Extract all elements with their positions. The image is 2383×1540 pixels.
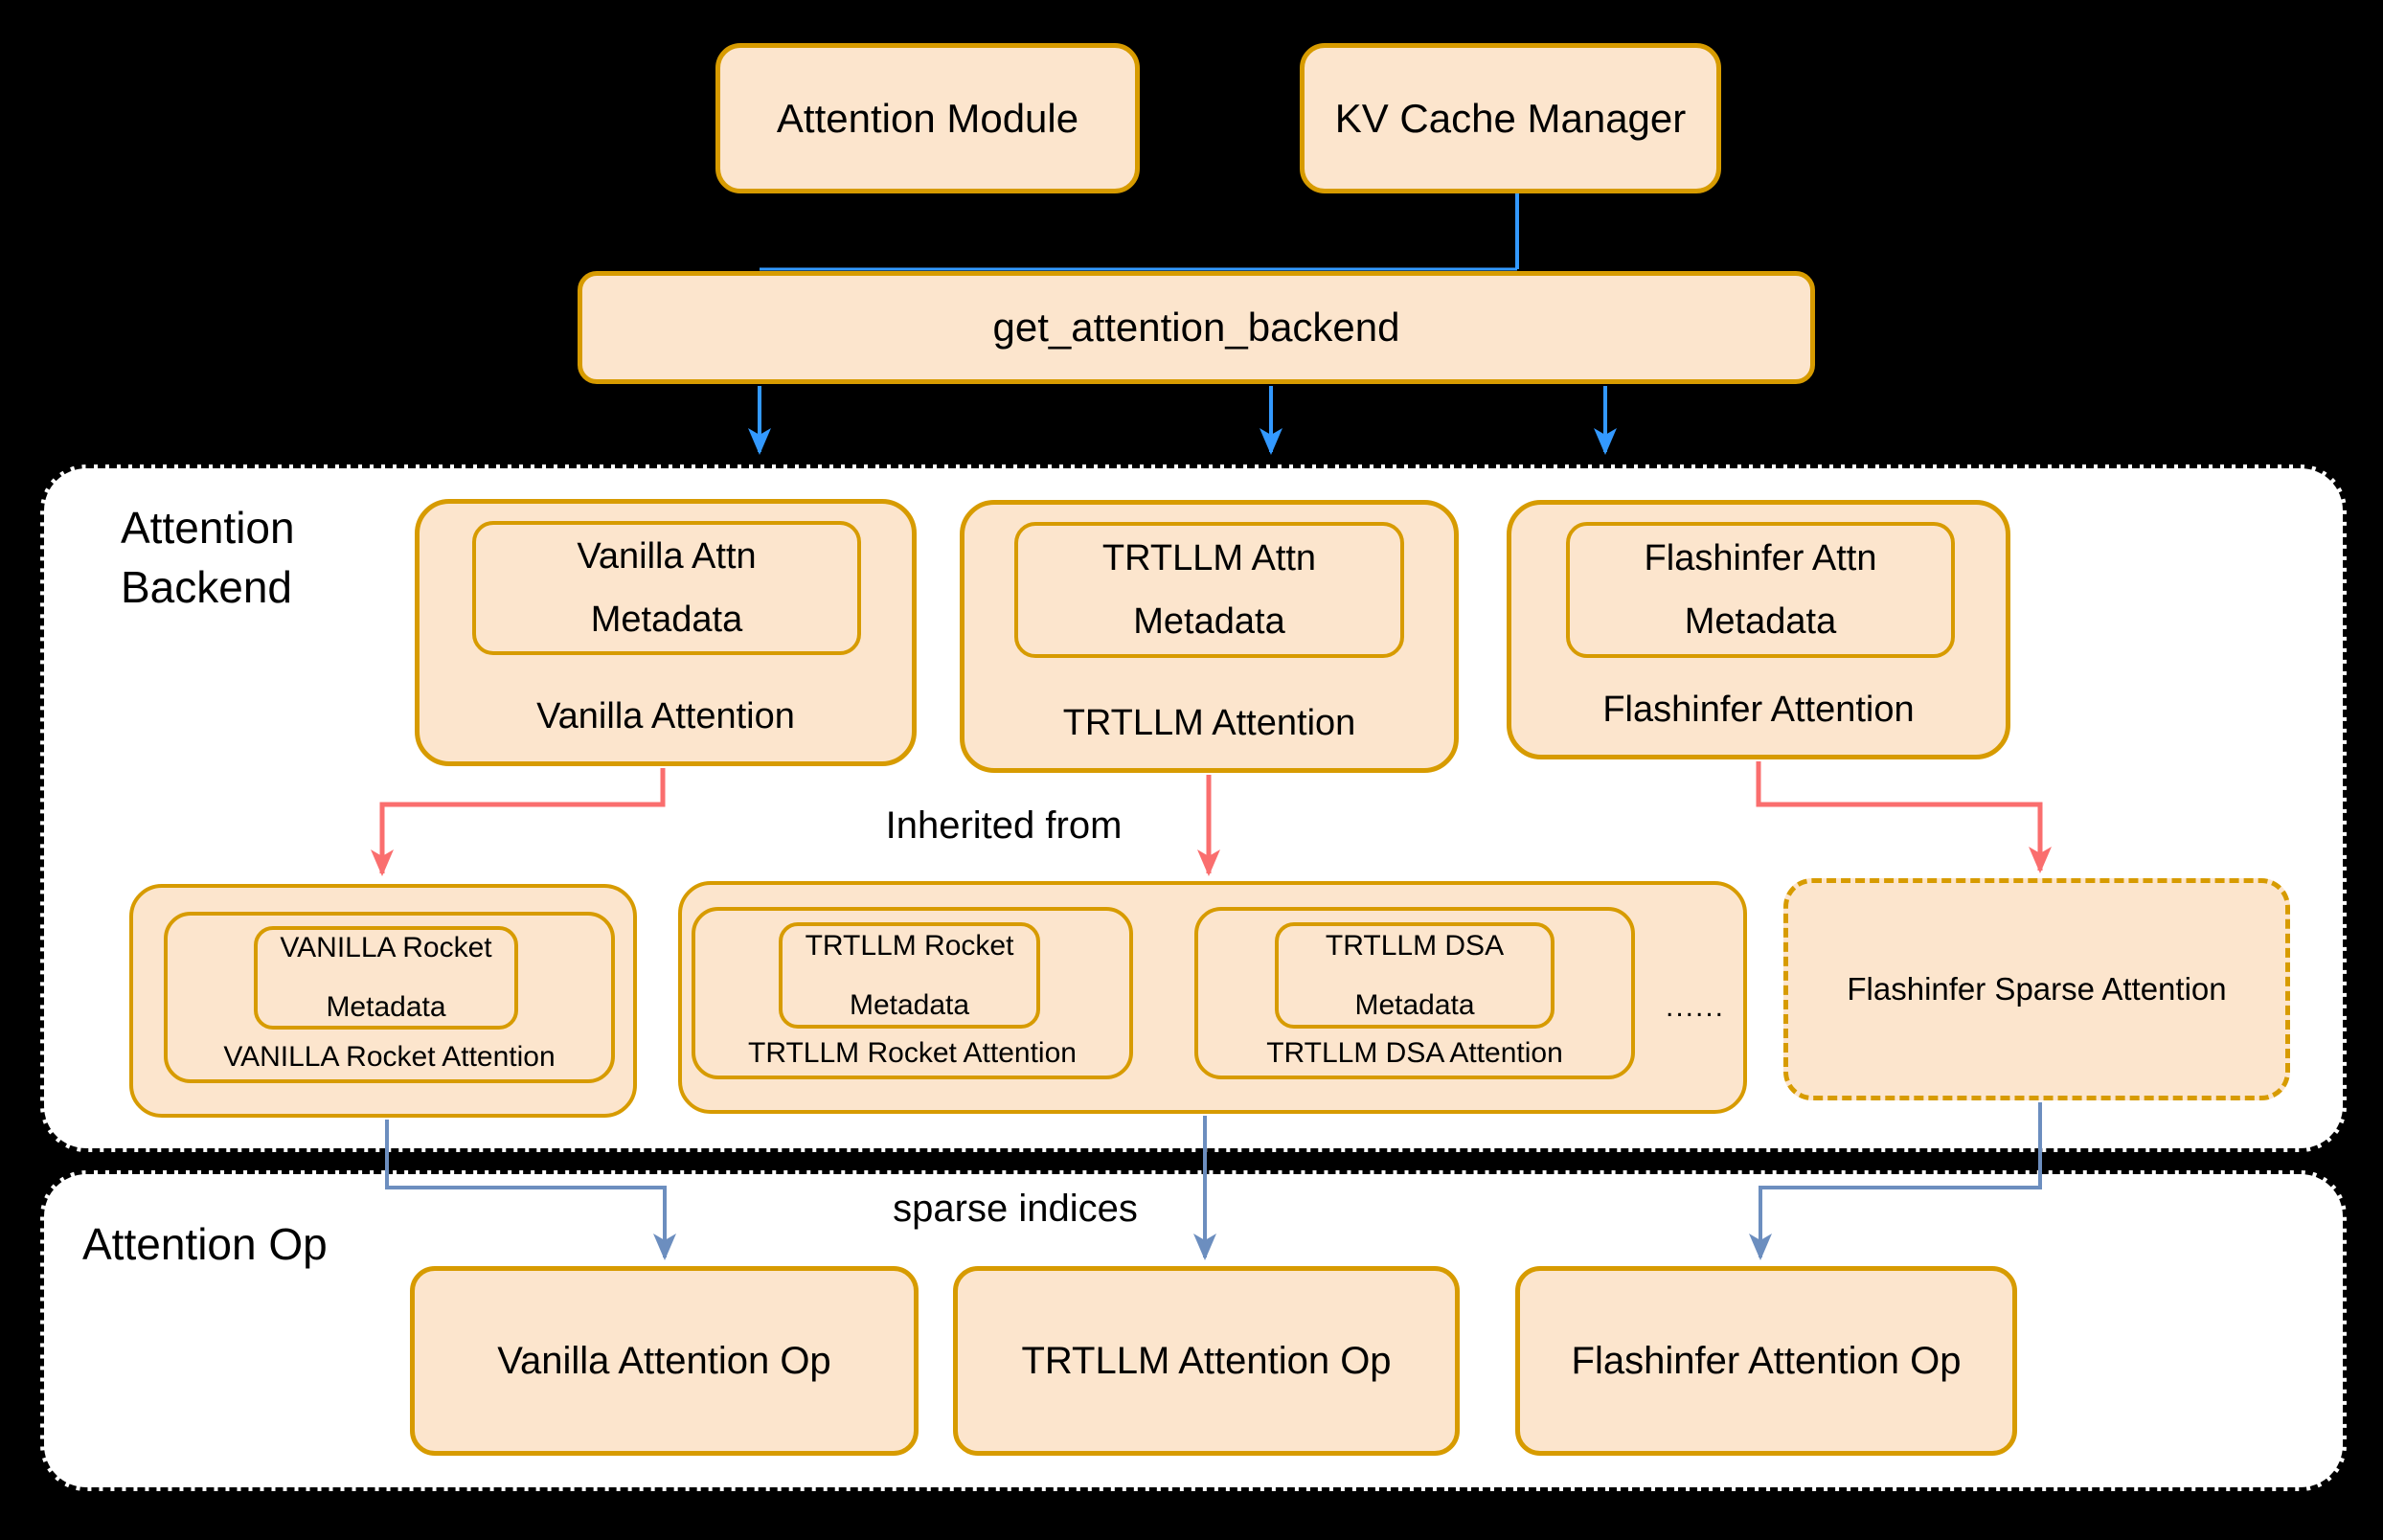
inherited-from-annotation: Inherited from <box>885 804 1123 847</box>
sparse-indices-annotation: sparse indices <box>893 1188 1138 1230</box>
trtllm-rocket-metadata-box: TRTLLM Rocket Metadata <box>779 922 1040 1029</box>
vanilla-attention-box: Vanilla Attn Metadata Vanilla Attention <box>415 499 917 766</box>
vanilla-attention-op-box: Vanilla Attention Op <box>410 1266 919 1456</box>
vanilla-attn-metadata-box: Vanilla Attn Metadata <box>472 521 861 655</box>
kv-cache-manager-label: KV Cache Manager <box>1334 95 1687 141</box>
trtllm-dsa-attention-box: TRTLLM DSA Metadata TRTLLM DSA Attention <box>1194 907 1635 1079</box>
flashinfer-sparse-attention-label: Flashinfer Sparse Attention <box>1847 971 2227 1007</box>
vanilla-rocket-metadata-label: VANILLA Rocket Metadata <box>280 932 492 1023</box>
vanilla-rocket-wrapper: VANILLA Rocket Metadata VANILLA Rocket A… <box>129 884 637 1118</box>
flashinfer-attention-op-box: Flashinfer Attention Op <box>1515 1266 2017 1456</box>
flashinfer-attention-box: Flashinfer Attn Metadata Flashinfer Atte… <box>1507 500 2010 759</box>
vanilla-rocket-attention-box: VANILLA Rocket Metadata VANILLA Rocket A… <box>164 912 615 1083</box>
vanilla-attention-op-label: Vanilla Attention Op <box>497 1339 831 1382</box>
flashinfer-attn-metadata-label: Flashinfer Attn Metadata <box>1644 538 1877 642</box>
trtllm-attention-label: TRTLLM Attention <box>1062 703 1356 743</box>
trtllm-dsa-metadata-label: TRTLLM DSA Metadata <box>1325 929 1505 1021</box>
trtllm-rocket-attention-label: TRTLLM Rocket Attention <box>748 1037 1077 1069</box>
trtllm-attention-op-label: TRTLLM Attention Op <box>1021 1339 1392 1382</box>
attention-module-label: Attention Module <box>776 95 1079 141</box>
trtllm-attention-op-box: TRTLLM Attention Op <box>953 1266 1460 1456</box>
vanilla-attn-metadata-label: Vanilla Attn Metadata <box>577 536 757 640</box>
get-attention-backend-label: get_attention_backend <box>992 305 1400 350</box>
flashinfer-sparse-attention-box: Flashinfer Sparse Attention <box>1783 878 2290 1100</box>
trtllm-attn-metadata-label: TRTLLM Attn Metadata <box>1101 538 1317 642</box>
flashinfer-attention-op-label: Flashinfer Attention Op <box>1571 1339 1962 1382</box>
trtllm-rocket-attention-box: TRTLLM Rocket Metadata TRTLLM Rocket Att… <box>692 907 1133 1079</box>
attention-op-section-label: Attention Op <box>82 1219 328 1269</box>
get-attention-backend-node: get_attention_backend <box>578 271 1815 384</box>
trtllm-dsa-attention-label: TRTLLM DSA Attention <box>1266 1037 1563 1069</box>
vanilla-rocket-attention-label: VANILLA Rocket Attention <box>223 1041 556 1073</box>
attention-module-node: Attention Module <box>715 43 1140 193</box>
flashinfer-attention-label: Flashinfer Attention <box>1602 690 1915 730</box>
trtllm-rocket-metadata-label: TRTLLM Rocket Metadata <box>805 929 1014 1021</box>
trtllm-attn-metadata-box: TRTLLM Attn Metadata <box>1014 522 1404 658</box>
kv-cache-manager-node: KV Cache Manager <box>1300 43 1721 193</box>
trtllm-attention-box: TRTLLM Attn Metadata TRTLLM Attention <box>960 500 1459 773</box>
vanilla-rocket-metadata-box: VANILLA Rocket Metadata <box>254 926 518 1030</box>
vanilla-attention-label: Vanilla Attention <box>536 696 795 736</box>
flashinfer-attn-metadata-box: Flashinfer Attn Metadata <box>1566 522 1955 658</box>
more-backends-ellipsis: ...... <box>1665 991 1725 1023</box>
attention-backend-section-label: Attention Backend <box>121 503 295 612</box>
trtllm-dsa-metadata-box: TRTLLM DSA Metadata <box>1275 922 1555 1029</box>
trtllm-derived-group: TRTLLM Rocket Metadata TRTLLM Rocket Att… <box>678 881 1747 1114</box>
